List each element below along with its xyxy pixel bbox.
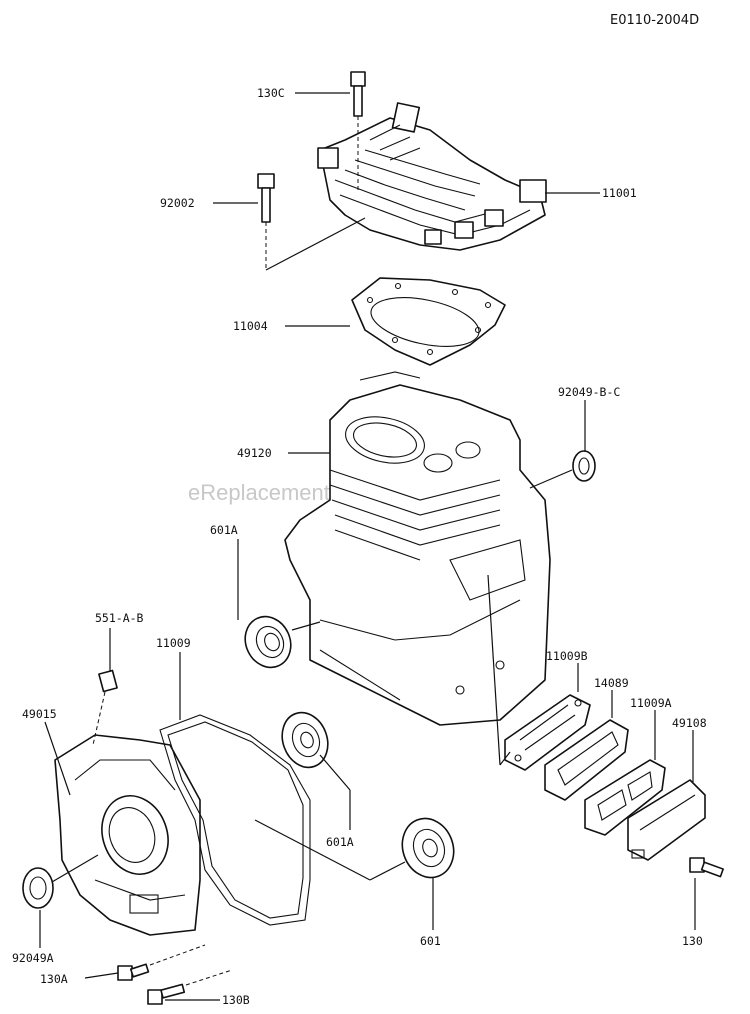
callout-601a-top: 601A xyxy=(210,523,238,537)
callout-551-a-b: 551-A-B xyxy=(95,611,144,625)
callout-130c: 130C xyxy=(257,86,285,100)
callout-14089: 14089 xyxy=(594,676,629,690)
cover-gasket-11009 xyxy=(159,714,311,926)
gasket-11009a xyxy=(584,759,666,836)
callout-11009a: 11009A xyxy=(630,696,672,710)
gasket-11009b xyxy=(504,694,591,771)
callout-11001: 11001 xyxy=(602,186,637,200)
oil-seal-92049bc xyxy=(572,450,596,482)
callout-92049-b-c: 92049-B-C xyxy=(558,385,620,399)
bearing-601 xyxy=(401,817,455,879)
crankcase-cylinder xyxy=(284,371,551,726)
bearing-601a-top xyxy=(244,615,292,669)
bolt-130b xyxy=(147,969,233,1005)
callout-11009: 11009 xyxy=(156,636,191,650)
callout-49108: 49108 xyxy=(672,716,707,730)
callout-49120: 49120 xyxy=(237,446,272,460)
head-gasket xyxy=(351,277,506,366)
bolt-130c xyxy=(350,71,366,190)
callout-11009b: 11009B xyxy=(546,649,588,663)
bolt-130 xyxy=(689,857,724,878)
callout-49015: 49015 xyxy=(22,707,57,721)
bolt-92002 xyxy=(257,173,275,268)
oil-seal-92049a xyxy=(22,867,54,909)
callout-130: 130 xyxy=(682,934,703,948)
bearing-601a-mid xyxy=(281,711,329,769)
callout-130b: 130B xyxy=(222,993,250,1007)
muffler-49108 xyxy=(627,779,706,861)
dowel-pin-551ab xyxy=(92,669,118,746)
crankcase-cover xyxy=(54,734,201,936)
callout-11004: 11004 xyxy=(233,319,268,333)
diagram-code: E0110-2004D xyxy=(610,13,699,28)
callout-92002: 92002 xyxy=(160,196,195,210)
callout-92049a: 92049A xyxy=(12,951,54,965)
plate-14089 xyxy=(544,719,629,801)
callout-601: 601 xyxy=(420,934,441,948)
cylinder-head xyxy=(317,102,547,251)
callout-130a: 130A xyxy=(40,972,68,986)
callout-601a-mid: 601A xyxy=(326,835,354,849)
bolt-130a xyxy=(117,944,206,981)
